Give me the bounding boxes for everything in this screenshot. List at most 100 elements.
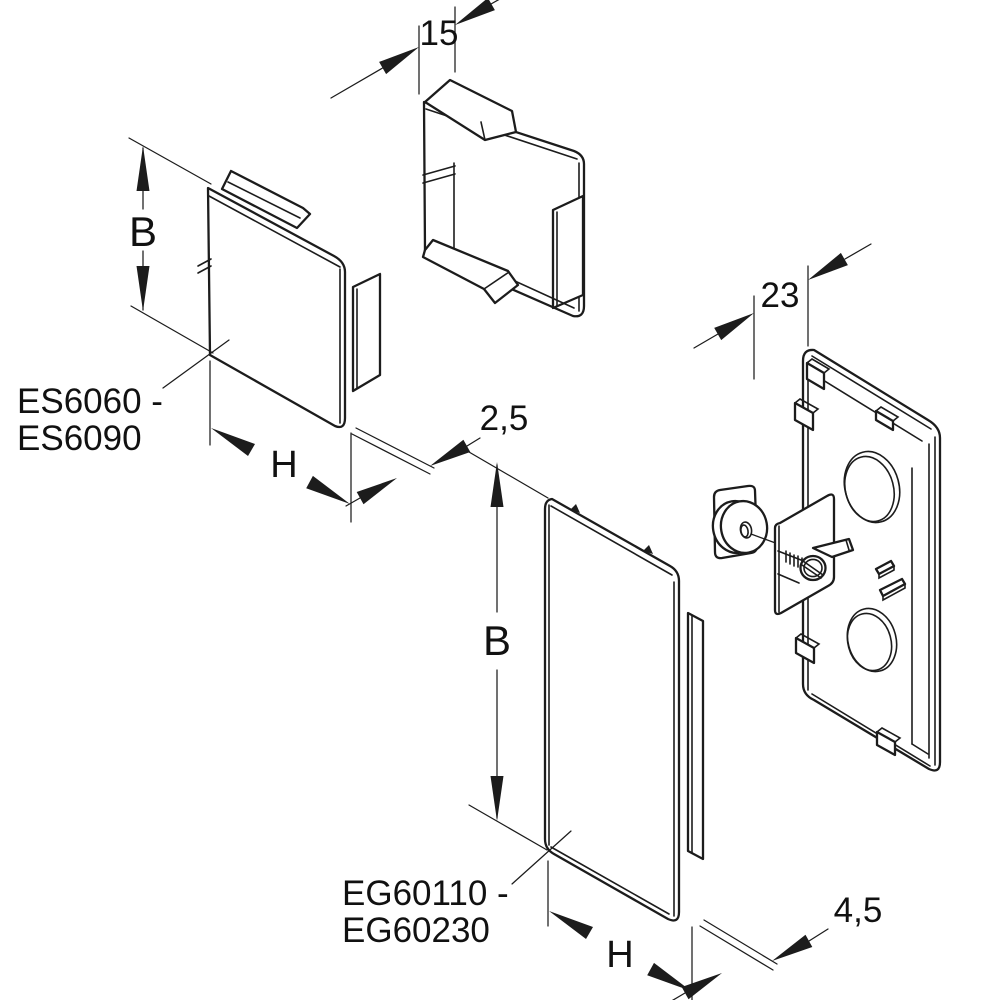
grommet-disc-front (719, 499, 769, 555)
part-label-eg: EG60110 - EG60230 (342, 830, 572, 950)
dim-leader (490, 0, 500, 5)
thickness-line (703, 919, 778, 965)
dim-leader (844, 243, 872, 260)
tab-fold-line (480, 121, 486, 141)
tab-fold-line (483, 271, 510, 290)
flange-notch (197, 258, 212, 267)
end-cap-front-large (543, 497, 705, 922)
dim-arrow (455, 0, 495, 25)
dim-small-cap-width: H (209, 360, 352, 523)
snap-clip (805, 358, 831, 391)
dim-large-cap-height: B (468, 451, 549, 851)
label-leader-line (162, 339, 230, 389)
dim-arrow (136, 146, 150, 191)
screw-slot (802, 560, 824, 576)
top-latch-tab (220, 169, 312, 230)
side-flange-strip (351, 272, 382, 393)
dim-rear-flange-width: 15 (330, 0, 500, 99)
dim-small-cap-height: B (128, 137, 214, 354)
end-cap-rear-view (421, 78, 586, 318)
inner-panel-line (911, 743, 929, 755)
grommet-hole-lip (740, 524, 749, 538)
thickness-line (699, 925, 774, 971)
cap-face (206, 186, 347, 429)
dim-arrow (356, 478, 397, 505)
part-number-es-line2: ES6090 (17, 419, 142, 458)
knockout-hole-upper-lip (843, 455, 896, 523)
dim-leader (466, 437, 481, 447)
top-latch-tab (423, 78, 518, 142)
knockout-hole-lower-lip (846, 612, 893, 672)
part-label-es: ES6060 - ES6090 (17, 339, 230, 458)
flange-notch (422, 173, 456, 184)
extension-line (130, 305, 214, 354)
latch-nub (570, 504, 580, 513)
cap-face (543, 497, 681, 922)
dim-arrow (681, 973, 722, 1000)
dim-arrow (430, 439, 471, 466)
extension-line (468, 804, 548, 851)
dim-arrow (379, 47, 419, 75)
dim-arrow (647, 962, 691, 991)
dim-small-cap-thickness: 2,5 (345, 399, 529, 507)
part-number-eg-line2: EG60230 (342, 911, 490, 950)
dim-large-cap-width: H (547, 860, 693, 1000)
flange-notch (197, 265, 212, 274)
snap-clip (874, 406, 900, 432)
retainer-peg (874, 559, 896, 580)
side-flange-strip (551, 194, 585, 310)
dim-arrow (549, 911, 593, 939)
dim-text-4-5: 4,5 (834, 891, 883, 930)
thickness-line (351, 433, 431, 475)
snap-barb (811, 537, 855, 559)
extension-line (468, 451, 549, 499)
frame-body (801, 348, 942, 772)
dim-arrow (211, 428, 255, 456)
dim-leader (345, 497, 361, 507)
edge-line (208, 195, 341, 268)
dim-leader (671, 992, 686, 1000)
snap-clip (875, 727, 902, 757)
clamp-body (773, 493, 836, 616)
screw-slot (801, 564, 822, 579)
rear-frame (793, 348, 942, 772)
dim-text-h: H (270, 444, 297, 486)
edge-line (811, 355, 932, 430)
edge-line (550, 505, 673, 576)
dim-text-b: B (129, 208, 157, 255)
dim-text-15: 15 (420, 14, 459, 53)
extension-line (128, 137, 212, 185)
dim-leader (693, 333, 719, 349)
snap-clip (794, 633, 821, 665)
retainer-peg (878, 577, 907, 602)
dim-leader (808, 928, 829, 942)
part-number-eg-line1: EG60110 - (342, 874, 509, 913)
label-leader-line (511, 830, 572, 885)
flange-notch (422, 165, 456, 176)
dim-arrow (490, 462, 504, 507)
dim-text-b: B (483, 617, 511, 664)
grommet (711, 484, 782, 560)
end-cap-front-small (197, 169, 382, 429)
dim-arrow (136, 266, 150, 311)
screw-head-rim (803, 558, 823, 578)
thickness-line (355, 427, 435, 469)
edge-line (550, 846, 670, 915)
dim-text-2-5: 2,5 (480, 399, 529, 438)
dim-text-23: 23 (761, 276, 800, 315)
clamp-split-line (777, 573, 800, 584)
dim-arrow (306, 475, 350, 504)
dim-large-cap-thickness: 4,5 (671, 891, 883, 1000)
clamp-plate (773, 493, 855, 616)
dim-arrow (490, 776, 504, 821)
snap-barb-fold (845, 539, 850, 551)
side-flange-strip (686, 611, 705, 861)
dim-arrow (772, 934, 813, 961)
latch-nub (643, 545, 653, 554)
dim-rear-frame-depth: 23 (693, 243, 872, 380)
bottom-latch-tab (421, 238, 520, 305)
edge-line (811, 693, 931, 767)
frame-rim-line (809, 371, 923, 442)
